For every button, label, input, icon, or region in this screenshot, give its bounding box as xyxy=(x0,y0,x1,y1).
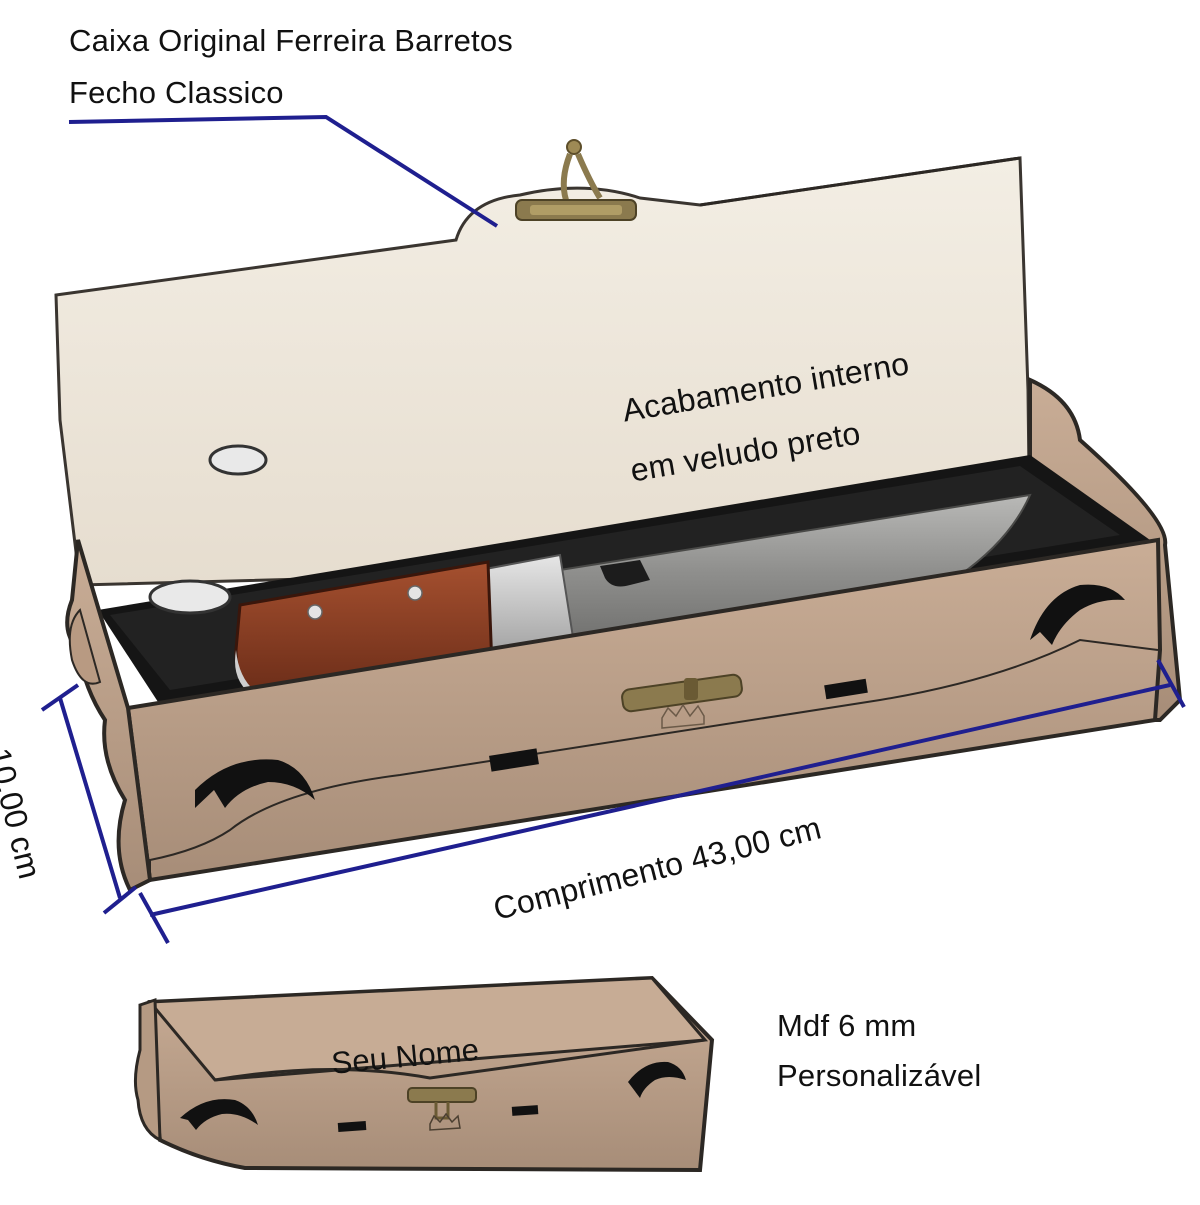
product-title-line2: Fecho Classico xyxy=(69,77,284,108)
clasp-icon xyxy=(516,140,636,220)
material-label: Mdf 6 mm xyxy=(777,1010,916,1041)
customizable-label: Personalizável xyxy=(777,1060,981,1091)
closed-box xyxy=(135,978,712,1170)
clasp-callout-line xyxy=(69,117,497,226)
product-title-line1: Caixa Original Ferreira Barretos xyxy=(69,25,513,56)
